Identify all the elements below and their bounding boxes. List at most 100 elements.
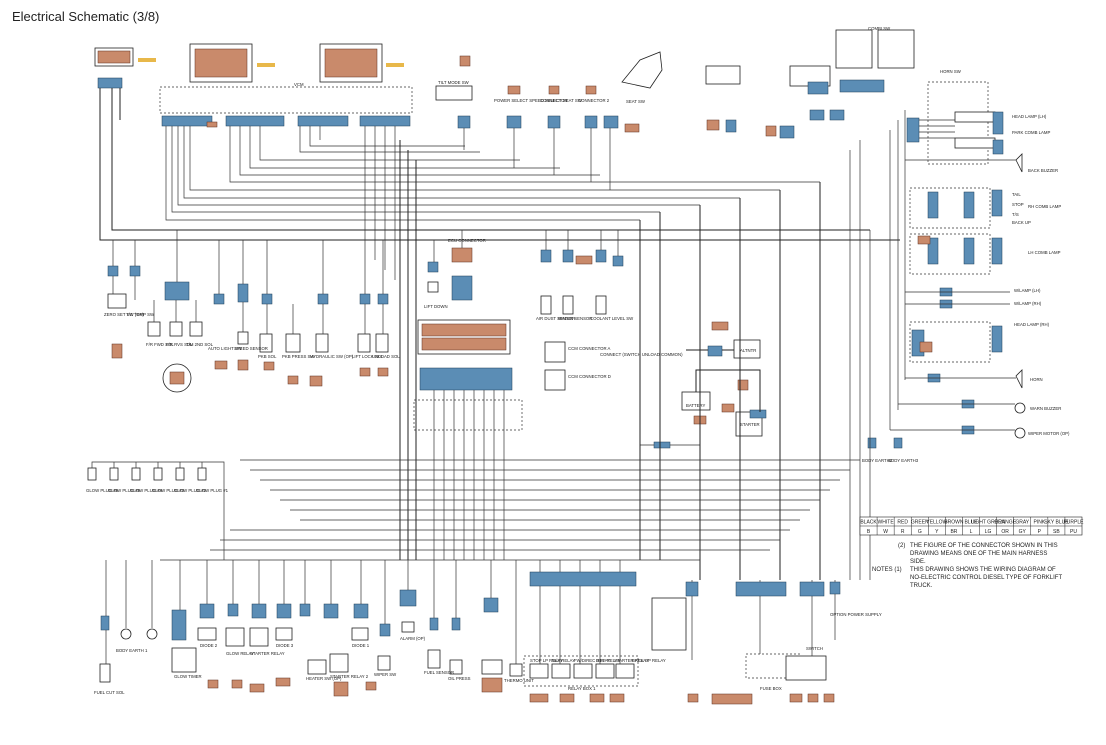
color-code-cell: BR — [950, 529, 957, 535]
label-thermo-unit: THERMO UNIT — [504, 678, 534, 683]
label-connect: CONNECT (SWITCH UNLOAD COMMON) — [600, 352, 683, 357]
label-relay-3: FW/DIREC RELAY — [574, 658, 610, 663]
component-labels: TILT MODE SW POWER SELECT SPEED SELECT S… — [86, 26, 1070, 695]
color-code-cell: Y — [935, 529, 939, 535]
color-name-cell: LIGHT GREEN — [971, 520, 1005, 526]
power-select — [506, 85, 522, 168]
label-ccm-a: CCM CONNECTOR A — [568, 346, 611, 351]
label-relay-2: W/S RELAY — [552, 658, 575, 663]
color-code-cell: L — [970, 529, 973, 535]
label-water-sensor: WATER SENSOR — [558, 316, 592, 321]
label-relay-1: STOP LP RELAY — [530, 658, 563, 663]
color-code-cell: PU — [1070, 529, 1077, 535]
notes-block: (2) THE FIGURE OF THE CONNECTOR SHOWN IN… — [872, 543, 1062, 589]
right-lamps — [889, 81, 1026, 439]
label-starter-relay: STARTER RELAY — [250, 651, 285, 656]
color-name-cell: BLUE — [964, 520, 978, 526]
power-components — [640, 321, 903, 449]
label-glow-2: GLOW PLUG #2 — [174, 488, 207, 493]
label-horn: HORN — [1030, 377, 1043, 382]
note2-prefix: (2) — [898, 543, 905, 549]
note1-line3: TRUCK. — [910, 583, 933, 589]
label-glow-6: GLOW PLUG #6 — [86, 488, 119, 493]
label-starter-relay2: STARTER RELAY 2 — [330, 674, 369, 679]
label-relay-5: STARTER RELAY — [614, 658, 649, 663]
color-name-cell: BLACK — [860, 520, 877, 526]
label-lift-lock: LIFT LOCK SOL — [352, 354, 384, 359]
page-title: Electrical Schematic (3/8) — [12, 9, 160, 24]
label-glow-relay: GLOW RELAY — [226, 651, 254, 656]
label-fwd-sol: F/R FWD SOL — [146, 342, 174, 347]
label-unload: UNLOAD SOL — [372, 354, 400, 359]
label-connector2: CONNECTOR 2 — [578, 98, 610, 103]
color-name-cell: SKY BLUE — [1044, 520, 1069, 526]
note1-prefix: NOTES (1) — [872, 567, 902, 573]
note2-line3: SIDE. — [910, 559, 926, 565]
vertical-bus — [399, 140, 871, 580]
seat-sw — [603, 51, 663, 190]
label-connector1: CONNECTOR — [540, 98, 568, 103]
bottom-components — [99, 560, 841, 705]
connector2 — [584, 85, 598, 182]
note2-line2: DRAWING MEANS ONE OF THE MAIN HARNESS — [910, 551, 1047, 557]
color-name-cell: RED — [897, 520, 908, 526]
label-switch: SWITCH — [806, 646, 823, 651]
label-option-power: OPTION POWER SUPPLY — [830, 612, 882, 617]
label-body-earth3: BODY EARTH3 — [888, 458, 919, 463]
glow-plugs — [87, 461, 225, 560]
color-code-cell: G — [918, 529, 922, 535]
note1-line1: THIS DRAWING SHOWS THE WIRING DIAGRAM OF — [910, 567, 1056, 573]
label-heater-sw: HEATER SW (OP) — [306, 676, 342, 681]
label-glow-timer: GLOW TIMER — [174, 674, 202, 679]
mid-left-sensors — [107, 230, 389, 393]
label-diode2: DIODE 2 — [200, 643, 218, 648]
color-code-cell: W — [883, 529, 888, 535]
label-battery: BATTERY — [686, 403, 706, 408]
label-wiper-sw: WIPER SW — [374, 672, 397, 677]
top-harness — [99, 88, 900, 280]
color-code-table: BLACKBWHITEWREDRGREENGYELLOWYBROWNBRBLUE… — [859, 516, 1084, 536]
label-wlamp-lh: W/LAMP (LH) — [1014, 288, 1041, 293]
label-coolant: COOLANT LEVEL SW — [590, 316, 634, 321]
color-name-cell: GRAY — [1015, 520, 1029, 526]
label-wiper-motor: WIPER MOTOR (OP) — [1028, 431, 1070, 436]
ecm-connector-b — [189, 43, 275, 83]
combi-sw — [705, 29, 915, 139]
label-2nd-sol: T/M 2ND SOL — [186, 342, 214, 347]
label-alternator: ALTNTR — [740, 348, 756, 353]
label-auto-light: AUTO LIGHT SW — [208, 346, 243, 351]
label-hydraulic: HYDRAULIC SW (OP) — [310, 354, 354, 359]
note2-line1: THE FIGURE OF THE CONNECTOR SHOWN IN THI… — [910, 543, 1058, 549]
color-name-cell: WHITE — [878, 520, 895, 526]
label-seat-sw: SEAT SW — [626, 99, 646, 104]
label-lift-down: LIFT DOWN — [424, 304, 448, 309]
label-fuse-box: FUSE BOX — [760, 686, 782, 691]
label-diode1: DIODE 1 — [352, 643, 370, 648]
label-lh-comb: LH COMB LAMP — [1028, 250, 1061, 255]
label-warn-buzzer: WARN BUZZER — [1030, 406, 1061, 411]
label-tail: TAIL — [1012, 192, 1021, 197]
label-wlamp-rh: W/LAMP (RH) — [1014, 301, 1042, 306]
label-back-buzzer: BACK BUZZER — [1028, 168, 1058, 173]
label-oil-press: OIL PRESS — [448, 676, 471, 681]
label-alarm: ALARM (OP) — [400, 636, 426, 641]
ecu-connector — [413, 230, 523, 431]
label-relay-4: DIFF RELAY — [596, 658, 621, 663]
label-head-lamp-lh: HEAD LAMP (LH) — [1012, 114, 1047, 119]
label-body-earth1: BODY EARTH 1 — [116, 648, 148, 653]
label-glow-5: GLOW PLUG #5 — [108, 488, 141, 493]
color-name-cell: PURPLE — [1063, 520, 1084, 526]
label-back-up: BACK UP — [1012, 220, 1031, 225]
note1-line2: NO-ELECTRIC CONTROL DIESEL TYPE OF FORKL… — [910, 575, 1062, 581]
ecm-connector-c — [319, 43, 404, 83]
label-rh-comb: RH COMB LAMP — [1028, 204, 1061, 209]
label-fuel-sensor: FUEL SENSOR — [424, 670, 454, 675]
label-relay-6: BACK UP RELAY — [632, 658, 666, 663]
label-fuel-cut: FUEL CUT SOL — [94, 690, 125, 695]
label-air-dust: AIR DUST SENSOR — [536, 316, 575, 321]
color-code-cell: GY — [1019, 529, 1027, 535]
vcm-pins — [97, 77, 411, 128]
label-ccm-d: CCM CONNECTOR D — [568, 374, 611, 379]
label-relay-box: RELAY BOX 1 — [568, 686, 596, 691]
